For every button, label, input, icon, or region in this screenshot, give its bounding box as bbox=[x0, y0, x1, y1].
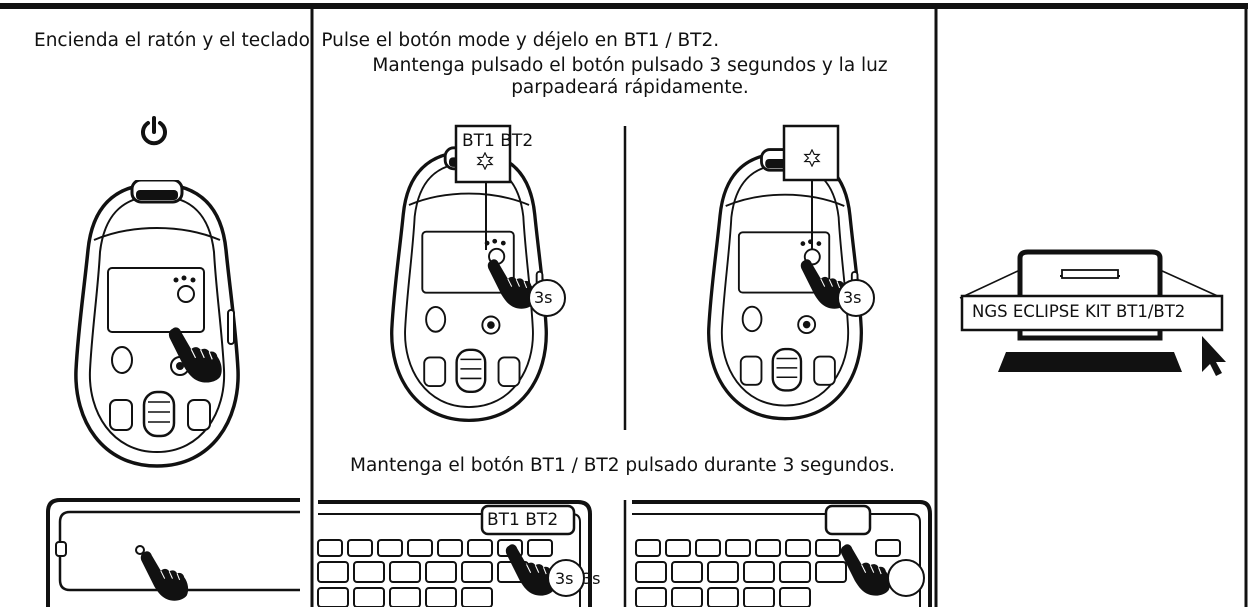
mouse-timer-label: 3s bbox=[534, 288, 553, 307]
instruction-step-2: Mantenga pulsado el botón pulsado 3 segu… bbox=[372, 55, 888, 98]
laptop bbox=[959, 249, 1224, 372]
keyboard-keys-2 bbox=[632, 500, 932, 607]
mouse-button-callout bbox=[454, 124, 512, 250]
keyboard-keys bbox=[317, 500, 592, 607]
keyboard-timer-label: 3s bbox=[555, 569, 574, 588]
panel-frame bbox=[0, 3, 1248, 607]
power-icon bbox=[141, 116, 167, 146]
keyboard-timer-label-extra: 3s bbox=[582, 569, 601, 588]
timer-badge-3 bbox=[547, 559, 585, 597]
mouse-timer-label-2: 3s bbox=[843, 288, 862, 307]
mouse-underside-1 bbox=[74, 180, 240, 468]
mouse-button-label: BT1 BT2 bbox=[462, 131, 534, 151]
keyboard-corner bbox=[46, 498, 300, 607]
bluetooth-device-name[interactable]: NGS ECLIPSE KIT BT1/BT2 bbox=[972, 302, 1186, 321]
timer-badge bbox=[528, 279, 566, 317]
timer-badge-2 bbox=[837, 279, 875, 317]
keyboard-button-label: BT1 BT2 bbox=[487, 510, 559, 530]
instruction-step-3: Mantenga el botón BT1 / BT2 pulsado dura… bbox=[350, 455, 896, 476]
mouse-cursor-icon bbox=[1202, 336, 1226, 376]
hand-press-icon bbox=[140, 550, 189, 602]
instruction-step-1: Encienda el ratón y el teclado. Pulse el… bbox=[34, 30, 720, 51]
timer-badge-4 bbox=[887, 559, 925, 597]
